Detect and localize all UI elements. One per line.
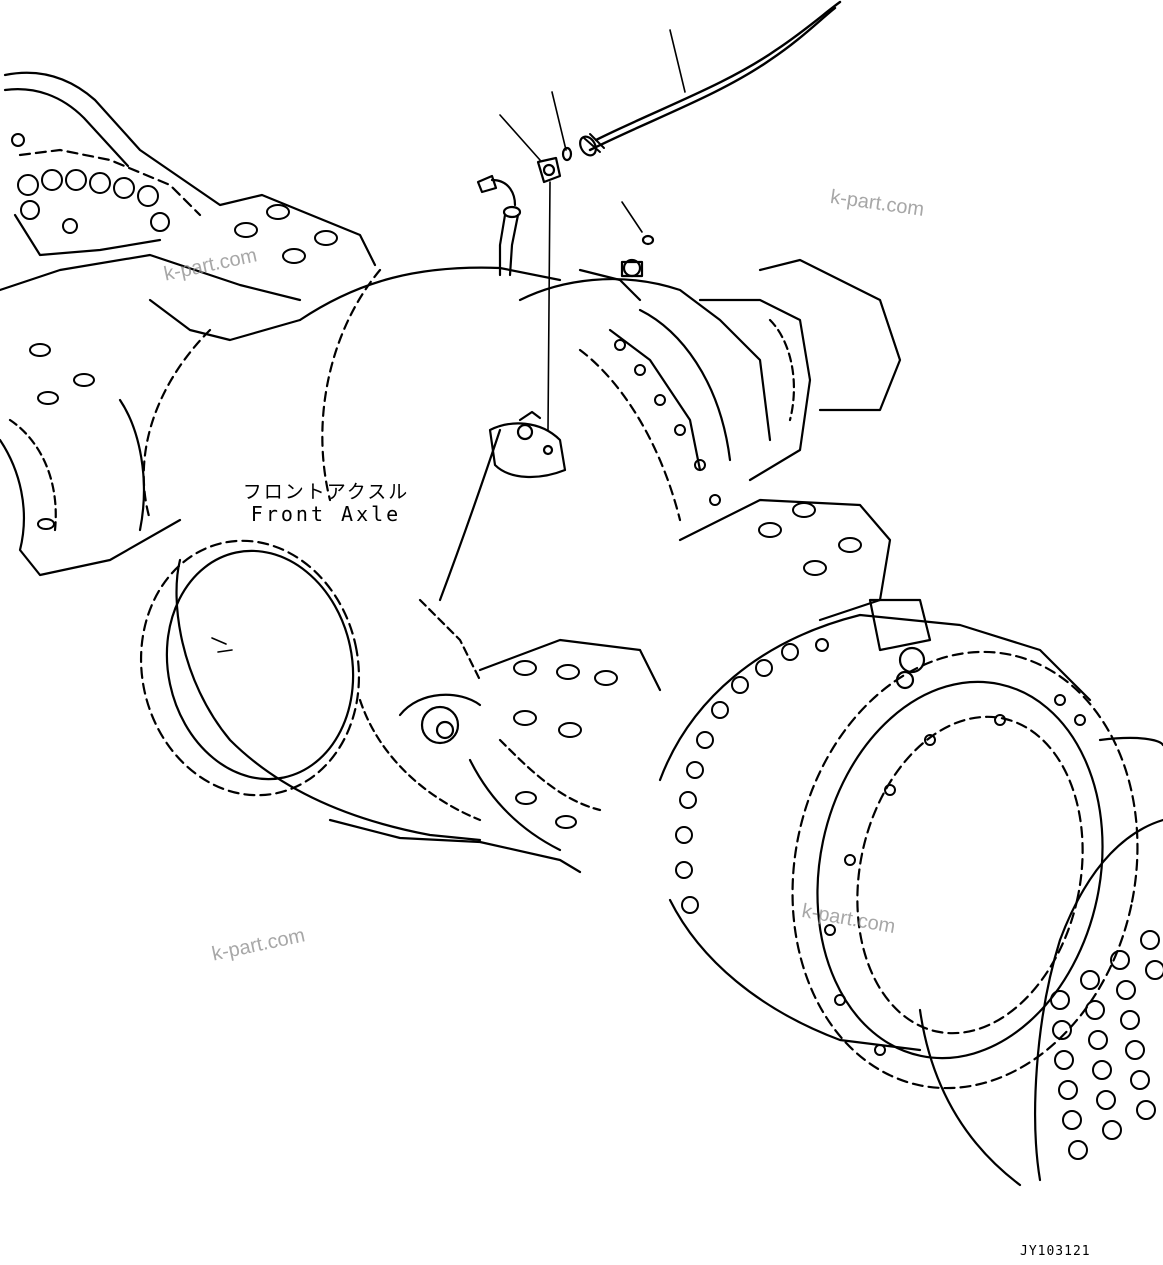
ring-bolts (675, 638, 1086, 1056)
left-hub-bolts (11, 133, 170, 234)
part-label-english: Front Axle (250, 502, 402, 526)
differential-housing (139, 266, 892, 874)
lower-pad-holes (513, 660, 618, 829)
upper-hub-assembly (518, 258, 902, 522)
left-pad-holes (29, 204, 338, 530)
left-axle-housing (0, 71, 377, 577)
upper-pad-holes (758, 502, 862, 576)
drawing-code: JY103121 (1020, 1244, 1091, 1259)
upper-hub-bolts (614, 339, 721, 506)
part-label-japanese: フロントアクスル (242, 481, 410, 503)
final-drive-and-tire (658, 598, 1163, 1187)
tire-tread (1050, 930, 1163, 1160)
breather-hose-assembly (476, 0, 842, 431)
